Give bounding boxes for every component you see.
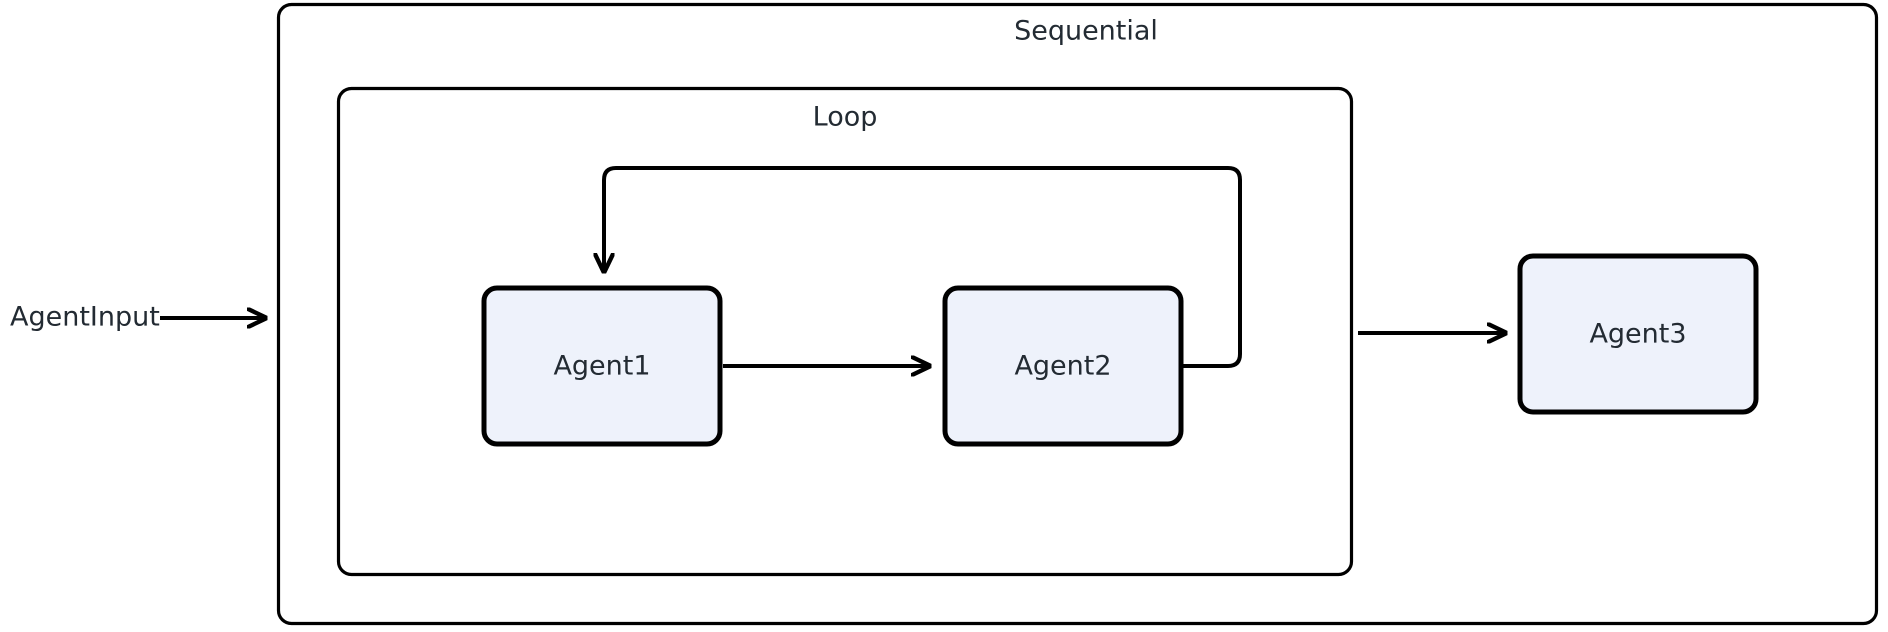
node-agent1[interactable]: Agent1 — [481, 285, 723, 447]
group-sequential-label: Sequential — [1014, 16, 1158, 47]
node-agent3-label: Agent3 — [1589, 319, 1686, 350]
node-agent2[interactable]: Agent2 — [942, 285, 1184, 447]
group-loop-label: Loop — [813, 102, 878, 133]
group-loop — [336, 86, 1354, 577]
node-agent2-box[interactable] — [942, 285, 1184, 447]
node-agent3-box[interactable] — [1517, 253, 1759, 415]
node-agent1-box[interactable] — [481, 285, 723, 447]
edge-agent2-to-agent1-loopback — [604, 166, 1242, 368]
node-agent1-label: Agent1 — [553, 351, 650, 382]
external-input-label: AgentInput — [10, 302, 160, 333]
node-agent3[interactable]: Agent3 — [1517, 253, 1759, 415]
node-agent2-label: Agent2 — [1014, 351, 1111, 382]
